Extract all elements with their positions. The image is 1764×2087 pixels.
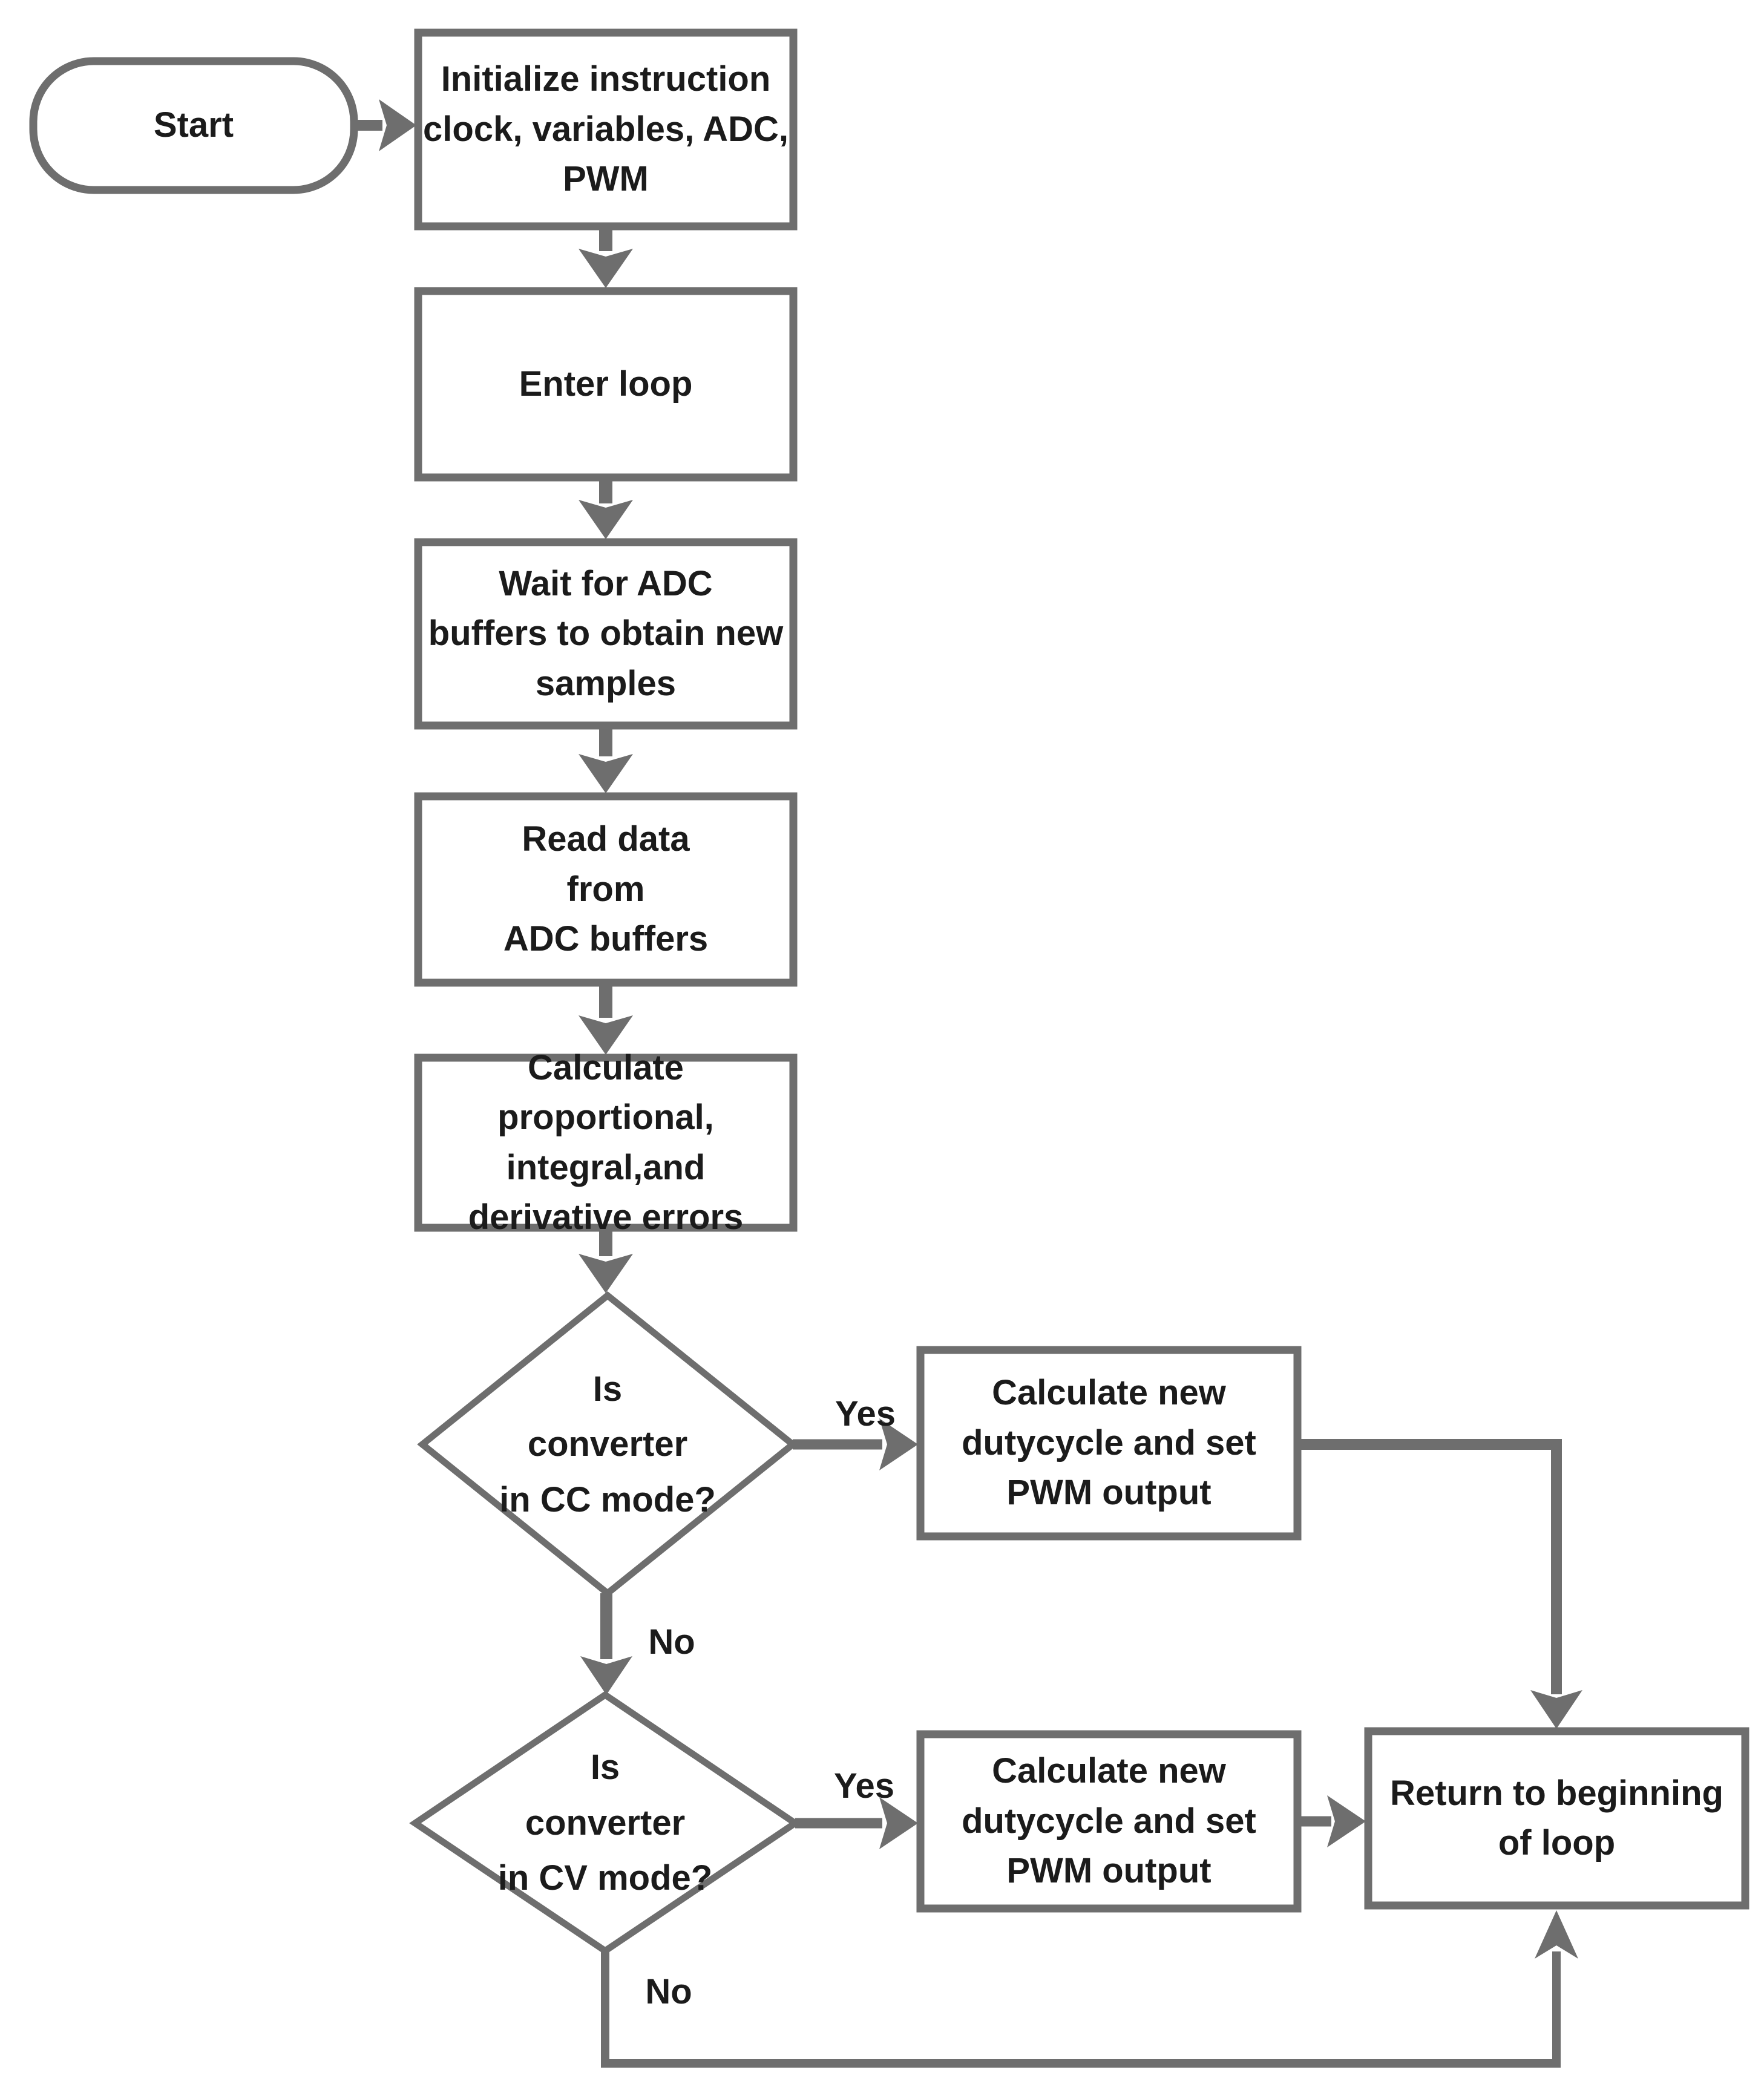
edge-calccc-return-arrowhead [1530,1690,1582,1729]
edge-cv-no-loopback [601,1951,1561,2068]
return-loop-process-shape [1364,1727,1749,1910]
edge-cc-no-arrowhead [580,1656,632,1695]
calc-duty-cc-process-shape [916,1346,1302,1541]
edge-enterloop-wait-arrowhead [579,500,633,539]
cv-decision-diamond-shape [409,1691,801,1955]
edge-calccc-return [1297,1439,1562,1694]
edge-cv-no-loopback-arrowhead [1535,1910,1578,1959]
init-process-shape [414,28,798,231]
edge-cc-yes-arrowhead [879,1418,918,1470]
enter-loop-process-shape [414,287,798,482]
edge-init-enterloop-arrowhead [579,249,633,288]
calc-errors-process-shape [414,1053,798,1232]
read-adc-process-shape [414,792,798,987]
cc-decision-diamond-shape [417,1291,798,1598]
edge-calcerrors-ccdecision-arrowhead [579,1254,633,1293]
edge-calccv-return-arrowhead [1327,1795,1366,1847]
edge-wait-read-arrowhead [579,754,633,793]
calc-duty-cv-process-shape [916,1730,1302,1913]
start-terminator-shape [29,57,358,194]
edge-start-init-arrowhead [379,99,416,151]
edge-cv-yes-arrowhead [879,1797,918,1849]
wait-adc-process-shape [414,538,798,730]
edge-read-calcerrors-arrowhead [579,1015,633,1055]
